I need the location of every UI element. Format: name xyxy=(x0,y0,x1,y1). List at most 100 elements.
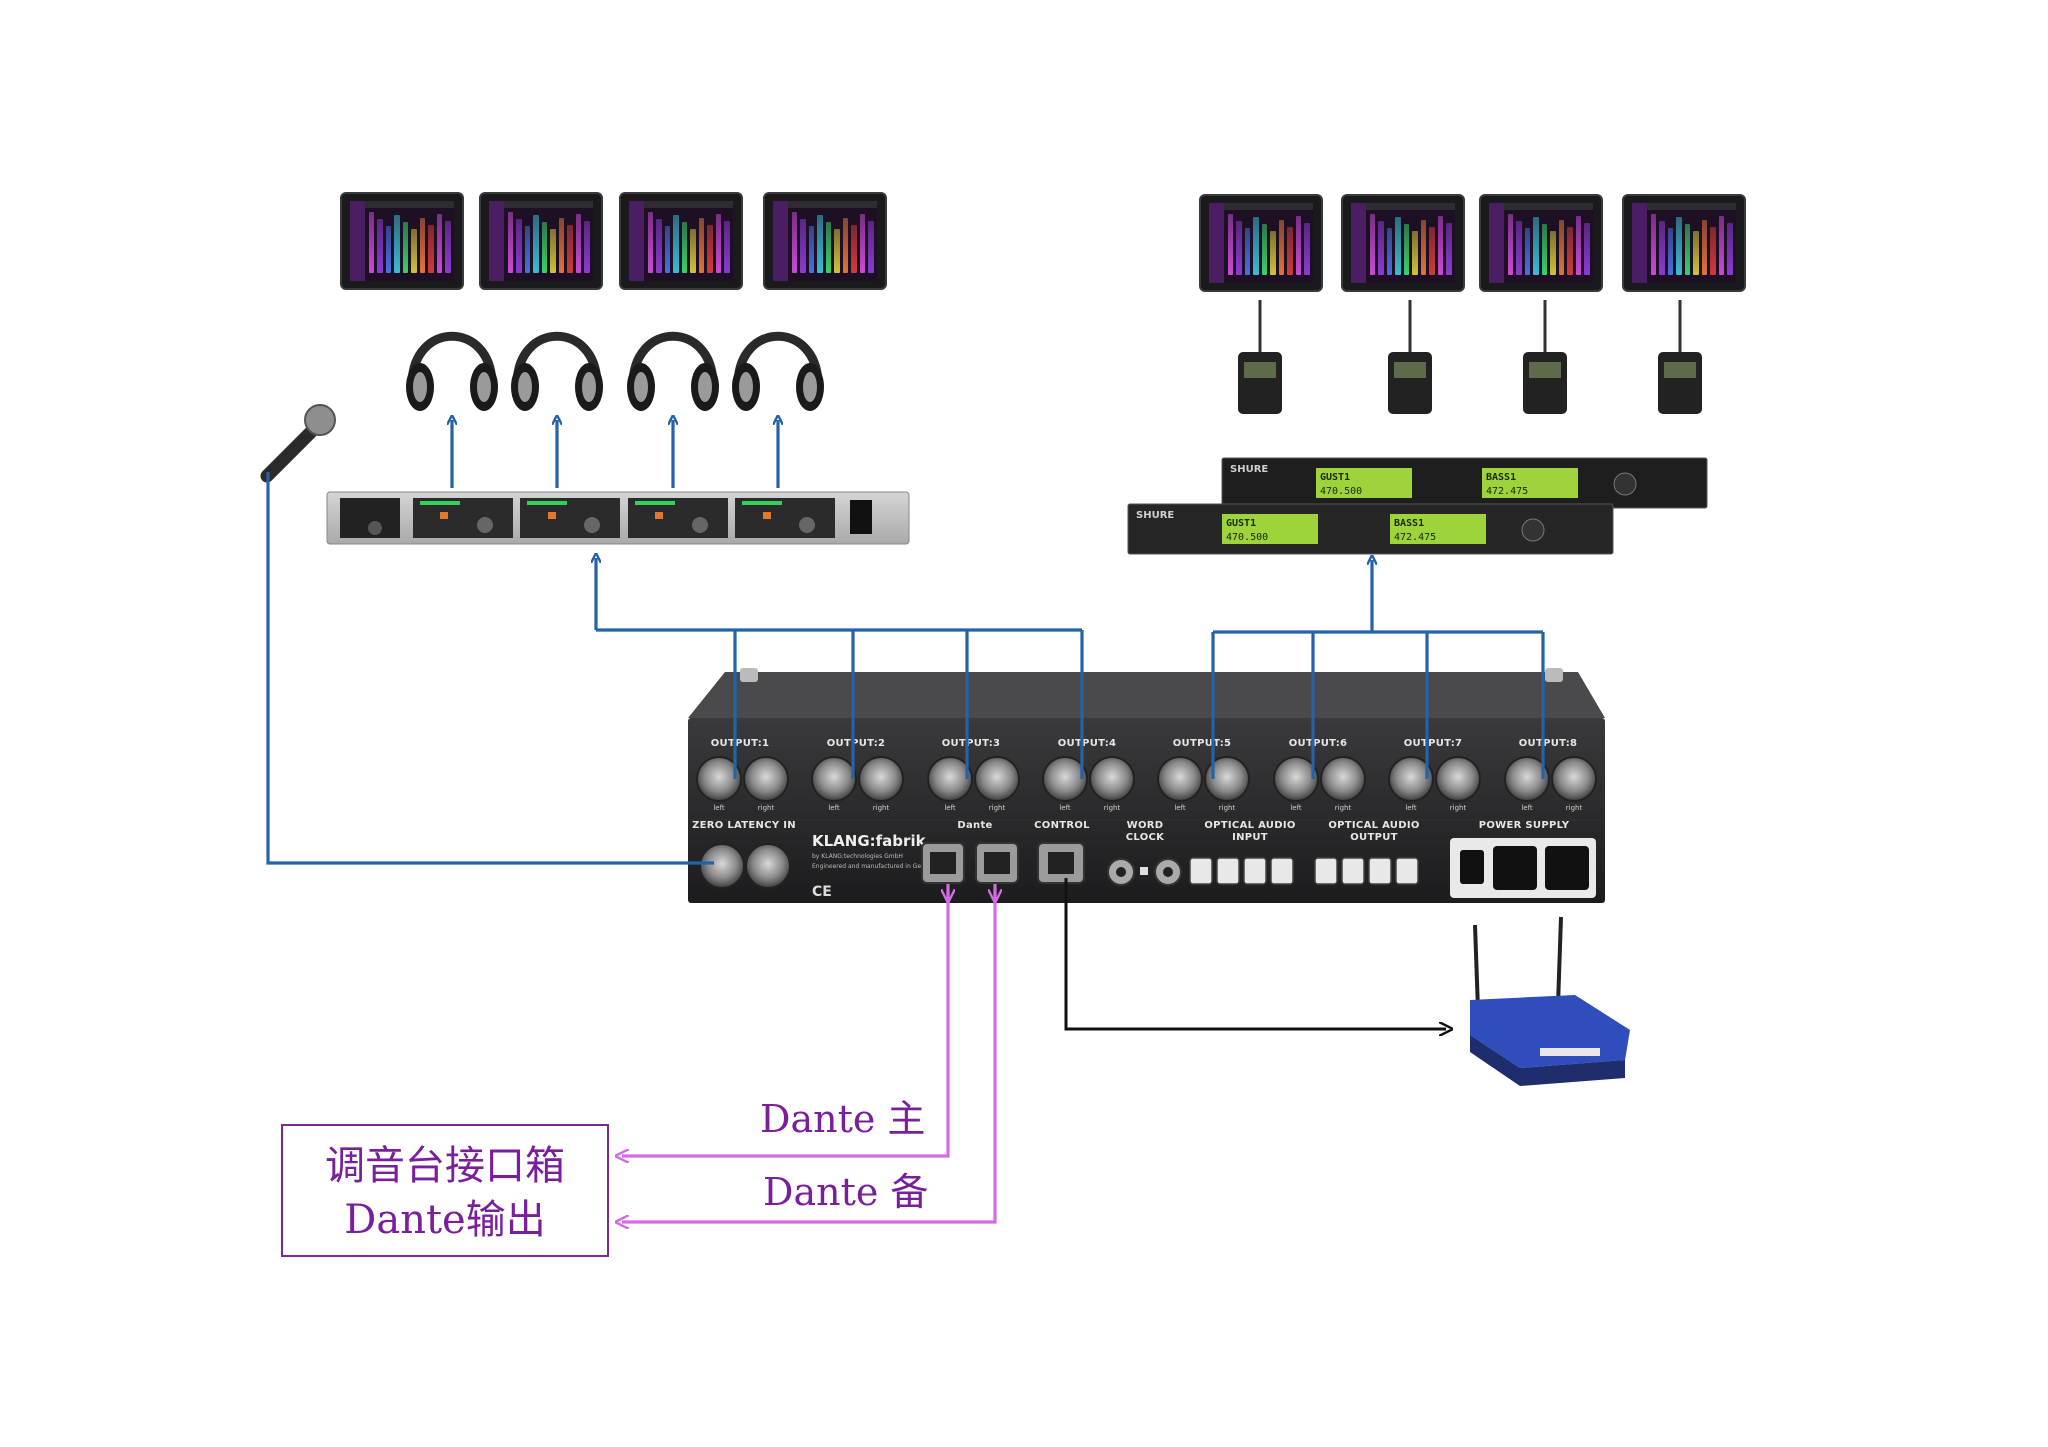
mixer-fader-bar xyxy=(715,214,722,273)
dante-lines xyxy=(622,884,995,1222)
control-line xyxy=(1064,878,1446,1029)
word-clock-label-1: WORD xyxy=(1127,820,1164,831)
tablet-left-2 xyxy=(479,192,603,290)
mixer-fader-bar xyxy=(1295,216,1302,275)
receiver-ch2-name: BASS1 xyxy=(1394,518,1424,529)
receiver-ch1-name: GUST1 xyxy=(1320,472,1350,483)
right-label: right xyxy=(758,804,775,812)
right-label: right xyxy=(1104,804,1121,812)
mixer-fader-bar xyxy=(842,218,849,273)
mixer-fader-bar xyxy=(1429,227,1435,275)
mixer-fader-bar xyxy=(681,222,688,273)
mixer-fader-bar xyxy=(817,215,823,273)
left-label: left xyxy=(713,804,725,812)
mixer-fader-bar xyxy=(800,219,806,273)
mixer-fader-bar xyxy=(524,226,531,273)
console-interface-line2: Dante输出 xyxy=(344,1197,546,1243)
mixer-fader-bar xyxy=(1507,214,1514,275)
word-clock-bnc xyxy=(1107,858,1182,886)
mixer-fader-bar xyxy=(690,229,696,273)
mixer-fader-bar xyxy=(533,215,539,273)
output-7-label: OUTPUT:7 xyxy=(1404,738,1463,749)
tablet-right-4 xyxy=(1622,194,1746,292)
xlr-output-jacks xyxy=(696,756,1597,802)
mixer-fader-bar xyxy=(1567,227,1573,275)
mixer-fader-bar xyxy=(647,212,654,273)
control-port xyxy=(1037,842,1085,884)
left-label: left xyxy=(828,804,840,812)
mixer-fader-bar xyxy=(724,221,730,273)
mixer-fader-bar xyxy=(1516,221,1522,275)
wireless-router-icon xyxy=(1470,916,1630,1086)
headphone-amplifier-rack xyxy=(326,491,910,545)
mixer-fader-bar xyxy=(1304,223,1310,275)
tablet-right-2 xyxy=(1341,194,1465,292)
bodypack-receiver-icon xyxy=(1238,300,1282,414)
receiver-ch1-freq: 470.500 xyxy=(1226,532,1268,543)
klang-fabrik-device xyxy=(688,668,1605,903)
left-label: left xyxy=(944,804,956,812)
mixer-fader-bar xyxy=(1541,224,1548,275)
mixer-fader-bar xyxy=(1261,224,1268,275)
mixer-fader-bar xyxy=(445,221,451,273)
receiver-ch2-name: BASS1 xyxy=(1486,472,1516,483)
console-interface-box: 调音台接口箱 Dante输出 xyxy=(281,1124,609,1257)
mixer-fader-bar xyxy=(664,226,671,273)
mixer-fader-bar xyxy=(1693,231,1699,275)
mixer-fader-bar xyxy=(1437,216,1444,275)
mixer-fader-bar xyxy=(1533,217,1539,275)
output-6-label: OUTPUT:6 xyxy=(1289,738,1348,749)
left-label: left xyxy=(1521,804,1533,812)
output-4-label: OUTPUT:4 xyxy=(1058,738,1117,749)
mixer-fader-bar xyxy=(1369,214,1376,275)
mixer-fader-bar xyxy=(808,226,815,273)
right-label: right xyxy=(1450,804,1467,812)
mixer-fader-bar xyxy=(1278,220,1285,275)
tablet-left-4 xyxy=(763,192,887,290)
mixer-fader-bar xyxy=(868,221,874,273)
brand-sub-label: by KLANG:technologies GmbH xyxy=(812,853,903,860)
mixer-fader-bar xyxy=(656,219,662,273)
left-label: left xyxy=(1290,804,1302,812)
mixer-fader-bar xyxy=(1395,217,1401,275)
dante-ports xyxy=(921,842,1019,884)
mixer-fader-bar xyxy=(402,222,409,273)
right-label: right xyxy=(1219,804,1236,812)
headphones-icon xyxy=(627,331,719,411)
mixer-fader-bar xyxy=(1403,224,1410,275)
headphones-icon xyxy=(406,331,498,411)
mixer-fader-bar xyxy=(1550,231,1556,275)
optical-ports xyxy=(1189,857,1419,885)
bodypack-receiver-icon xyxy=(1658,300,1702,414)
tablet-left-3 xyxy=(619,192,743,290)
receiver-brand: SHURE xyxy=(1230,464,1268,475)
mixer-fader-bar xyxy=(507,212,514,273)
receiver-brand: SHURE xyxy=(1136,510,1174,521)
mixer-fader-bar xyxy=(1718,216,1725,275)
mixer-fader-bar xyxy=(541,222,548,273)
mixer-fader-bar xyxy=(377,219,383,273)
tablet-left-1 xyxy=(340,192,464,290)
mixer-fader-bar xyxy=(394,215,400,273)
mixer-fader-bar xyxy=(1650,214,1657,275)
mixer-fader-bar xyxy=(1270,231,1276,275)
mixer-fader-bar xyxy=(851,225,857,273)
ce-mark: CE xyxy=(812,884,832,900)
mixer-fader-bar xyxy=(1420,220,1427,275)
mixer-fader-bar xyxy=(1659,221,1665,275)
mixer-fader-bar xyxy=(1701,220,1708,275)
mixer-fader-bar xyxy=(791,212,798,273)
mixer-fader-bar xyxy=(550,229,556,273)
mixer-fader-bar xyxy=(859,214,866,273)
bodypack-receiver-icon xyxy=(1523,300,1567,414)
mixer-fader-bar xyxy=(1287,227,1293,275)
mixer-fader-bar xyxy=(1378,221,1384,275)
mixer-fader-bar xyxy=(707,225,713,273)
mixer-fader-bar xyxy=(1227,214,1234,275)
mixer-fader-bar xyxy=(584,221,590,273)
mixer-fader-bar xyxy=(1244,228,1251,275)
mixer-fader-bar xyxy=(436,214,443,273)
output-labels: OUTPUT:1 OUTPUT:2 OUTPUT:3 OUTPUT:4 OUTP… xyxy=(711,738,1577,749)
